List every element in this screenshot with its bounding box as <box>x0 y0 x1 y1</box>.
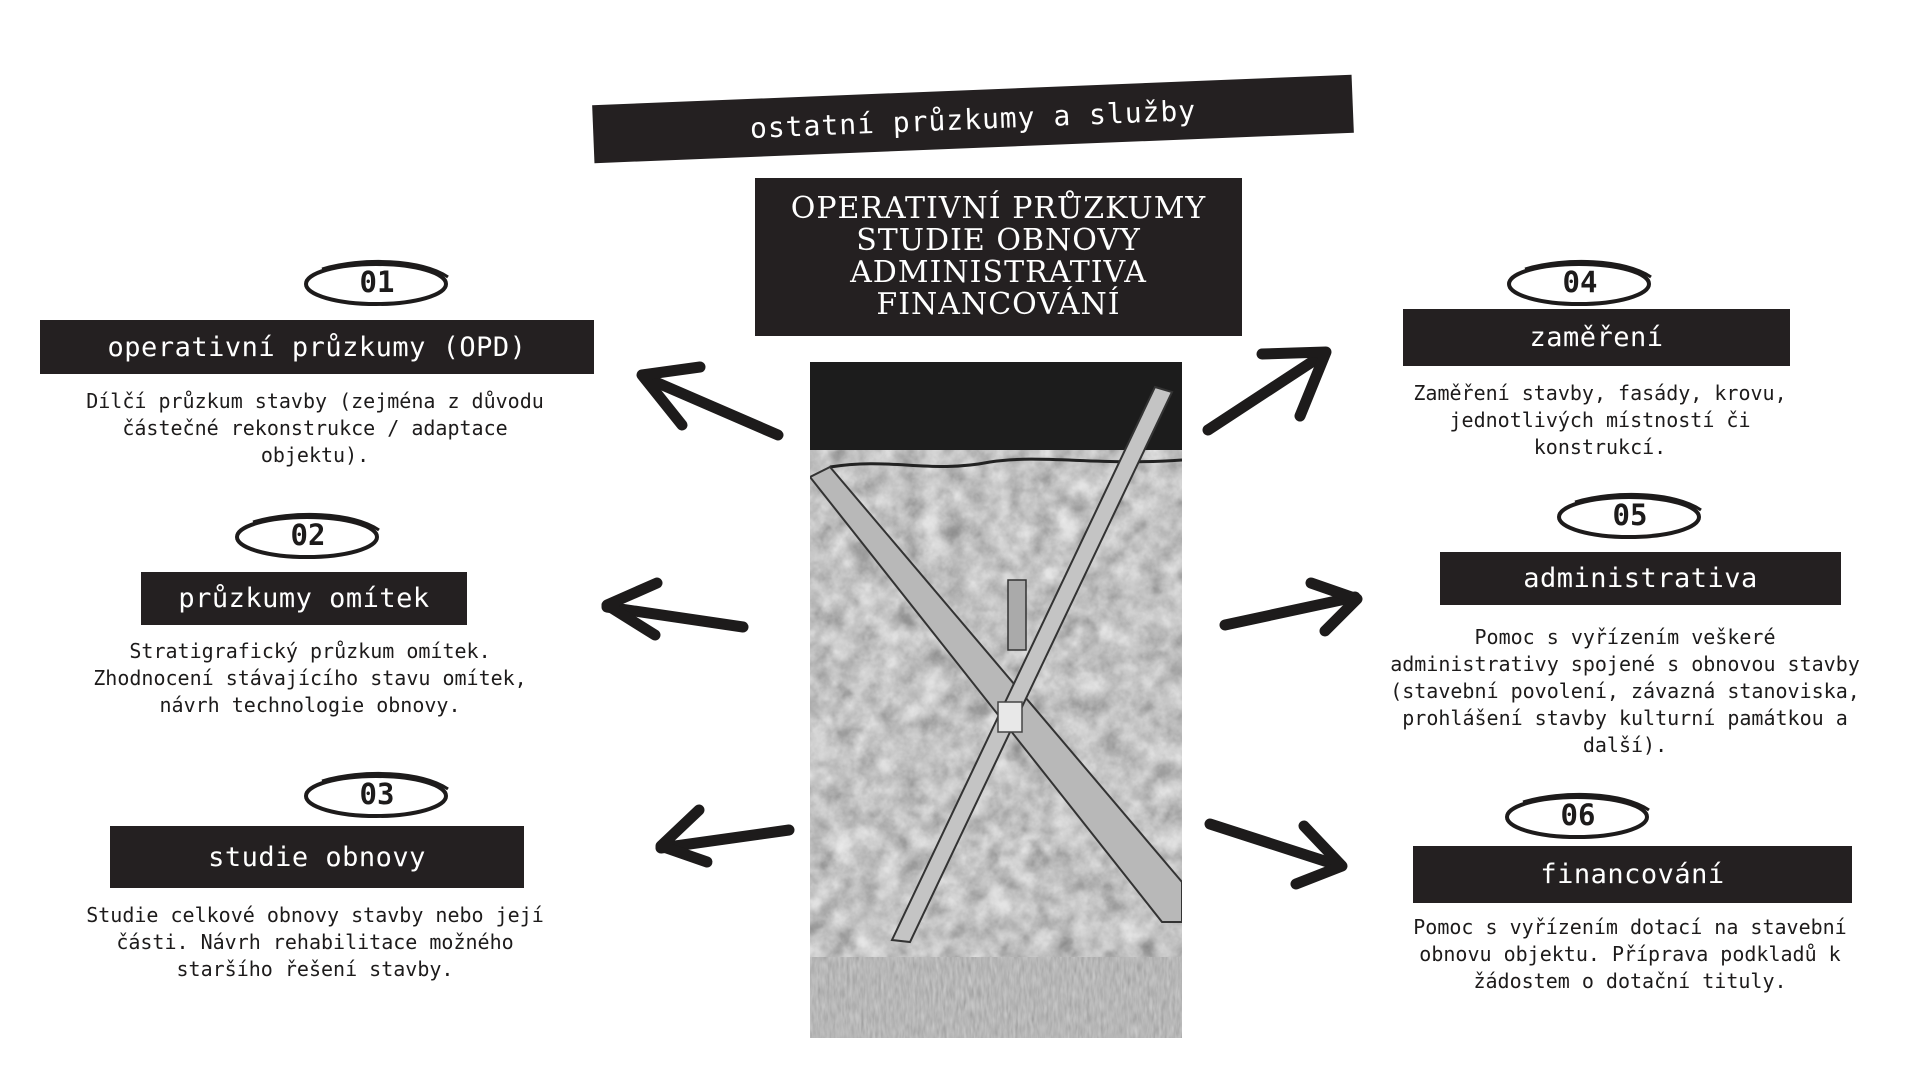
item-title: průzkumy omítek <box>178 583 430 614</box>
item-description-01: Dílčí průzkum stavby (zejména z důvodu č… <box>86 389 544 467</box>
item-title-bar-01: operativní průzkumy (OPD) <box>40 320 594 374</box>
hand-drawn-circle-icon <box>304 771 449 818</box>
number-badge-01: 01 <box>302 255 452 309</box>
summary-line: FINANCOVÁNÍ <box>876 287 1121 322</box>
hand-drawn-circle-icon <box>304 259 449 306</box>
arrow-right-icon <box>1204 818 1348 890</box>
hand-drawn-circle-icon <box>1505 792 1650 839</box>
item-description-06: Pomoc s vyřízením dotací na stavební obn… <box>1413 915 1847 993</box>
item-title: financování <box>1540 859 1725 890</box>
arrow-left-icon <box>655 804 795 868</box>
item-description-03: Studie celkové obnovy stavby nebo její č… <box>86 903 544 981</box>
central-photo <box>810 362 1182 1038</box>
other-services-label: ostatní průzkumy a služby <box>749 93 1197 145</box>
summary-line: OPERATIVNÍ PRŮZKUMY <box>790 191 1207 226</box>
arrow-right-icon <box>1219 577 1363 637</box>
number-badge-02: 02 <box>233 508 383 562</box>
other-services-banner: ostatní průzkumy a služby <box>592 74 1354 164</box>
summary-line: ADMINISTRATIVA <box>850 255 1147 290</box>
item-number: 01 <box>359 265 395 299</box>
item-number: 04 <box>1562 265 1598 299</box>
summary-line: STUDIE OBNOVY <box>856 223 1141 258</box>
number-badge-04: 04 <box>1505 255 1655 309</box>
hand-drawn-circle-icon <box>1557 492 1702 539</box>
arrow-left-icon <box>636 361 784 441</box>
arrow-right-icon <box>1202 346 1332 436</box>
number-badge-05: 05 <box>1555 488 1705 542</box>
item-title-bar-03: studie obnovy <box>110 826 524 888</box>
arrow-left-icon <box>601 577 749 641</box>
number-badge-03: 03 <box>302 767 452 821</box>
item-title: operativní průzkumy (OPD) <box>107 331 527 363</box>
item-title: administrativa <box>1523 563 1758 594</box>
item-description-04: Zaměření stavby, fasády, krovu, jednotli… <box>1413 381 1787 459</box>
item-title-bar-02: průzkumy omítek <box>141 572 467 625</box>
item-title-bar-05: administrativa <box>1440 552 1841 605</box>
item-title-bar-04: zaměření <box>1403 309 1790 366</box>
item-title-bar-06: financování <box>1413 846 1852 903</box>
item-title: zaměření <box>1529 322 1664 353</box>
item-number: 02 <box>290 518 326 552</box>
item-description-05: Pomoc s vyřízením veškeré administrativy… <box>1390 625 1860 757</box>
item-number: 03 <box>359 777 395 811</box>
item-description-02: Stratigrafický průzkum omítek. Zhodnocen… <box>93 639 527 717</box>
item-number: 05 <box>1612 498 1648 532</box>
hand-drawn-circle-icon <box>1507 259 1652 306</box>
item-number: 06 <box>1560 798 1596 832</box>
services-summary-box: OPERATIVNÍ PRŮZKUMY STUDIE OBNOVY ADMINI… <box>755 178 1242 336</box>
number-badge-06: 06 <box>1503 788 1653 842</box>
item-title: studie obnovy <box>208 841 426 873</box>
hand-drawn-circle-icon <box>235 512 380 559</box>
